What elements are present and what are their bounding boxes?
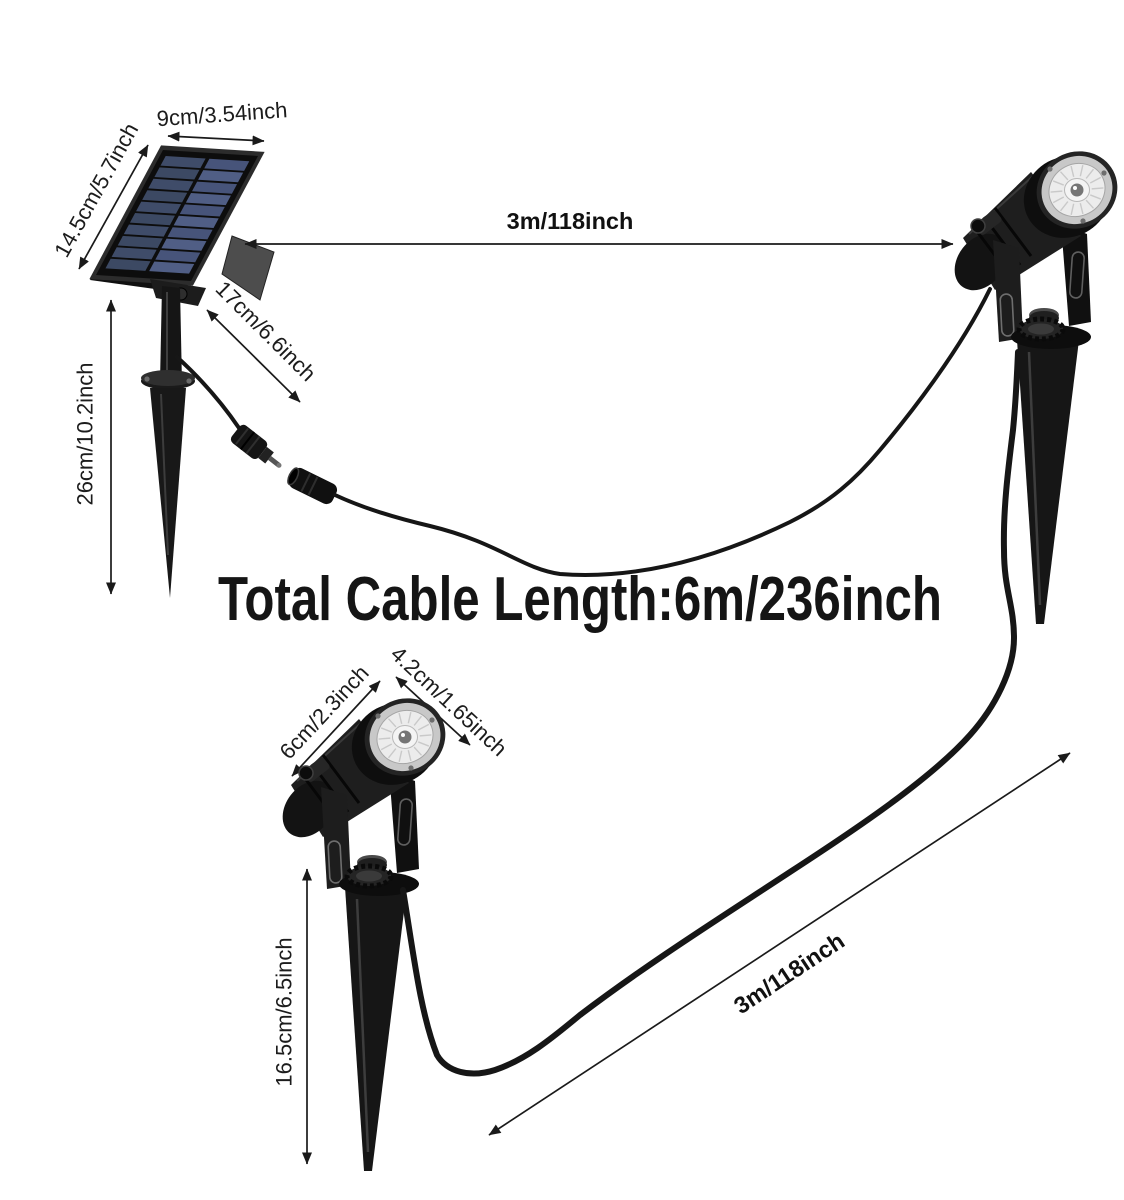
body-length-arrow xyxy=(291,680,381,777)
panel-width-label: 9cm/3.54inch xyxy=(156,97,288,131)
spotlight-right xyxy=(944,137,1124,624)
spotlight-bottom xyxy=(272,684,459,1171)
panel-height-arrow xyxy=(78,144,149,270)
total-cable-length-title: Total Cable Length:6m/236inch xyxy=(218,565,942,634)
top-distance-label: 3m/118inch xyxy=(507,208,634,234)
panel-stake-label: 26cm/10.2inch xyxy=(73,362,98,505)
dc-connector-male xyxy=(230,424,282,468)
bottom-distance-arrow xyxy=(488,752,1071,1136)
solar-panel-assembly xyxy=(89,145,275,598)
bottom-distance-label: 3m/118inch xyxy=(729,927,849,1019)
panel-ground-stake xyxy=(150,388,186,598)
dc-connector-female xyxy=(287,467,338,505)
light-stake-label: 16.5cm/6.5inch xyxy=(272,937,297,1086)
cable-between-lights xyxy=(400,349,1021,1077)
panel-width-arrow xyxy=(167,131,265,146)
panel-pole xyxy=(160,286,182,384)
panel-cable xyxy=(175,355,241,430)
cable-to-right-light xyxy=(333,287,992,577)
panel-cable-arrow xyxy=(206,309,301,403)
